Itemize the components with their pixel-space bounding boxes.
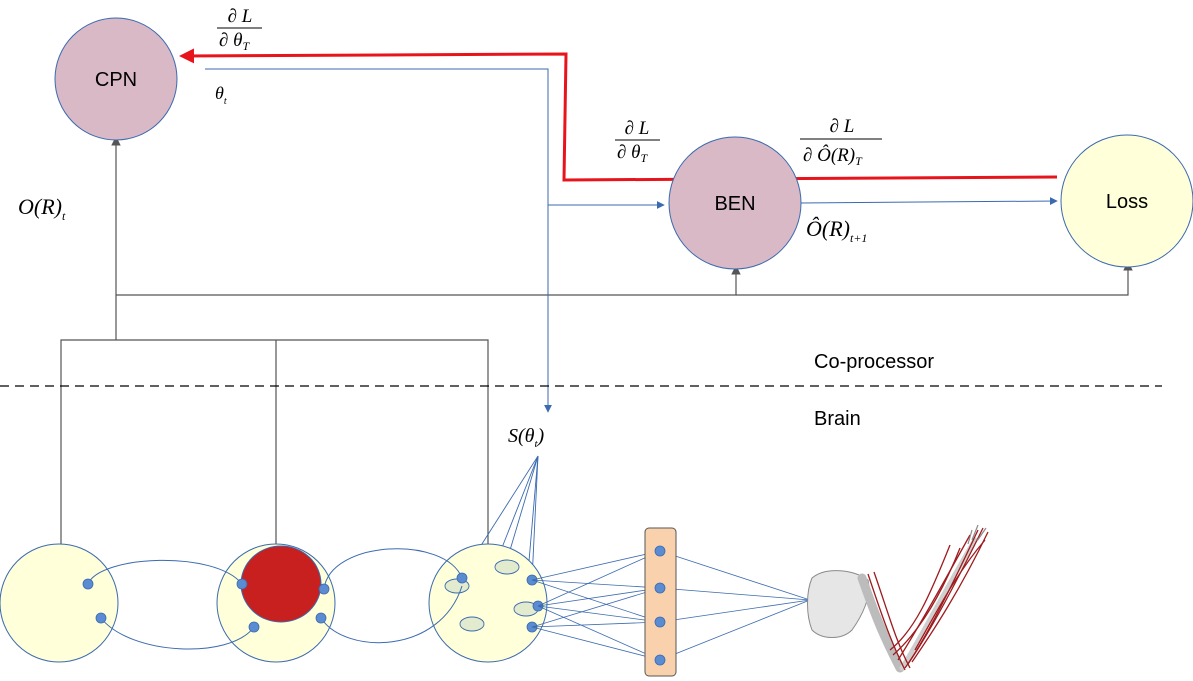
o-r-sub: t	[62, 209, 66, 223]
output-to-loss-line	[736, 261, 1133, 296]
grad-output-den-main: ∂ Ô(R)	[803, 144, 855, 166]
cpn-label: CPN	[95, 69, 137, 91]
gradient-backprop-path	[179, 48, 1058, 182]
neuron	[456, 572, 468, 584]
loss-circle	[1060, 134, 1193, 268]
neuron	[82, 578, 94, 590]
spinal-connections	[531, 550, 811, 661]
cpn-node: CPN	[54, 17, 178, 141]
grad-theta-cpn-den-sub: T	[242, 39, 250, 53]
scapula-bone	[807, 570, 870, 638]
s-theta-sub: t	[534, 438, 538, 450]
ben-circle	[668, 136, 802, 270]
grad-theta-ben-num: ∂ L	[625, 118, 650, 139]
grad-theta-ben-den-main: ∂ θ	[617, 142, 640, 163]
motor-neuron	[654, 545, 666, 557]
grad-theta-cpn-den-main: ∂ θ	[219, 30, 242, 51]
cpn-circle	[54, 17, 178, 141]
output-to-ben-line	[116, 265, 741, 296]
neuron	[95, 612, 107, 624]
o-r-label: O(R)t	[18, 194, 66, 223]
arm-skeleton-with-muscles-icon	[807, 524, 989, 673]
theta-t-main: θ	[215, 83, 224, 103]
grad-theta-cpn-den: ∂ θT	[219, 30, 250, 53]
brain-area-circle	[428, 543, 548, 663]
neuron	[248, 621, 260, 633]
grad-output-label: ∂ L ∂ Ô(R)T	[800, 116, 882, 168]
neural-population	[459, 616, 485, 632]
ben-label: BEN	[714, 193, 755, 215]
spinal-cord-segment	[644, 527, 677, 677]
neuron	[315, 612, 327, 624]
output-wiring	[60, 136, 1133, 548]
s-theta-close: )	[537, 425, 545, 447]
motor-neuron	[654, 582, 666, 594]
humerus-bone	[857, 573, 905, 673]
motor-neuron	[654, 654, 666, 666]
neuron	[318, 583, 330, 595]
brain-area-circle	[0, 543, 119, 663]
neurons	[82, 572, 544, 633]
hand-bones	[967, 524, 987, 545]
motor-neuron	[654, 616, 666, 628]
grad-output-den-sub: T	[855, 154, 863, 168]
spinal-cord	[644, 527, 677, 677]
grad-theta-ben-den: ∂ θT	[617, 142, 648, 165]
loss-node: Loss	[1060, 134, 1193, 268]
s-theta-label: S(θt)	[508, 425, 545, 450]
inter-area-connections	[87, 548, 463, 650]
recording-bus-line	[60, 339, 489, 548]
o-r-main: O(R)	[18, 194, 62, 219]
coprocessor-label: Co-processor	[814, 351, 934, 373]
theta-t-sub: t	[224, 96, 227, 107]
theta-wiring	[205, 68, 1058, 413]
neuron	[236, 578, 248, 590]
prediction-to-loss-line	[799, 197, 1058, 206]
stimulated-region	[240, 545, 322, 623]
ben-node: BEN	[668, 136, 802, 270]
brain-label: Brain	[814, 408, 861, 430]
s-theta-main: S(θ	[508, 425, 535, 447]
grad-output-num: ∂ L	[830, 116, 855, 137]
brain-area-right	[428, 543, 548, 663]
theta-t-label: θt	[215, 83, 227, 107]
loss-label: Loss	[1106, 191, 1148, 213]
arm-muscles	[867, 527, 989, 671]
grad-output-den: ∂ Ô(R)T	[803, 144, 863, 168]
grad-theta-ben-den-sub: T	[640, 151, 648, 165]
grad-theta-cpn-label: ∂ L ∂ θT	[217, 6, 262, 53]
theta-to-brain-line	[205, 68, 552, 413]
neural-population	[494, 559, 520, 575]
grad-theta-ben-label: ∂ L ∂ θT	[615, 118, 660, 165]
brain-area-middle	[216, 543, 336, 663]
grad-theta-cpn-num: ∂ L	[228, 6, 253, 27]
o-hat-main: Ô(R)	[806, 216, 850, 241]
brain-area-left	[0, 543, 119, 663]
o-hat-label: Ô(R)t+1	[806, 216, 867, 245]
o-hat-sub: t+1	[850, 231, 867, 245]
